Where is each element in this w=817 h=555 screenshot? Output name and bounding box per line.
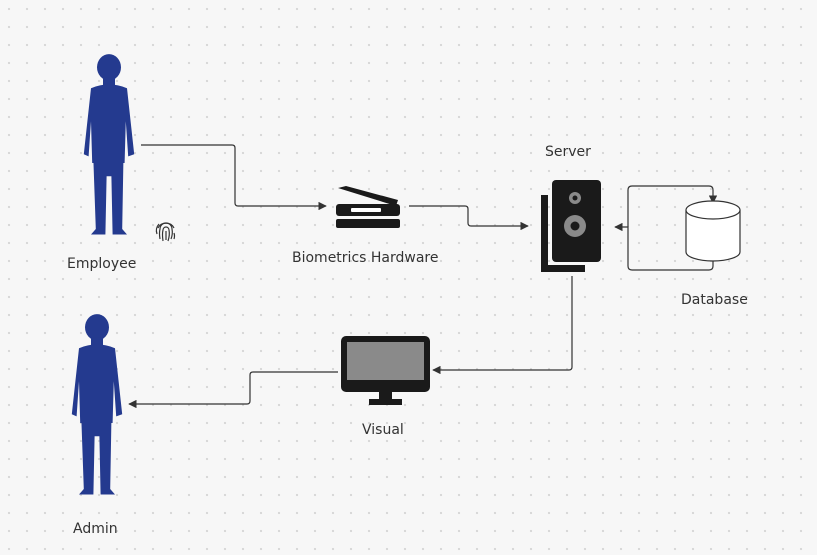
connector-server-visual [432, 276, 573, 375]
connector-visual-admin [128, 371, 338, 409]
employee-label: Employee [67, 256, 137, 272]
connector-employee-biometrics [141, 144, 327, 211]
connector-server-database [627, 185, 718, 227]
fingerprint-icon [155, 222, 176, 242]
connector-biometrics-server [409, 205, 529, 231]
server-icon [541, 180, 601, 272]
admin-person-icon [71, 314, 123, 495]
visual-label: Visual [362, 422, 404, 438]
connector-database-server [614, 222, 714, 271]
monitor-icon [341, 336, 430, 405]
biometrics-hardware-label: Biometrics Hardware [292, 250, 439, 266]
database-label: Database [681, 292, 748, 308]
biometric-scanner-icon [336, 186, 400, 228]
employee-person-icon [83, 54, 135, 235]
admin-label: Admin [73, 521, 118, 537]
database-icon [685, 200, 741, 262]
server-label: Server [545, 144, 591, 160]
